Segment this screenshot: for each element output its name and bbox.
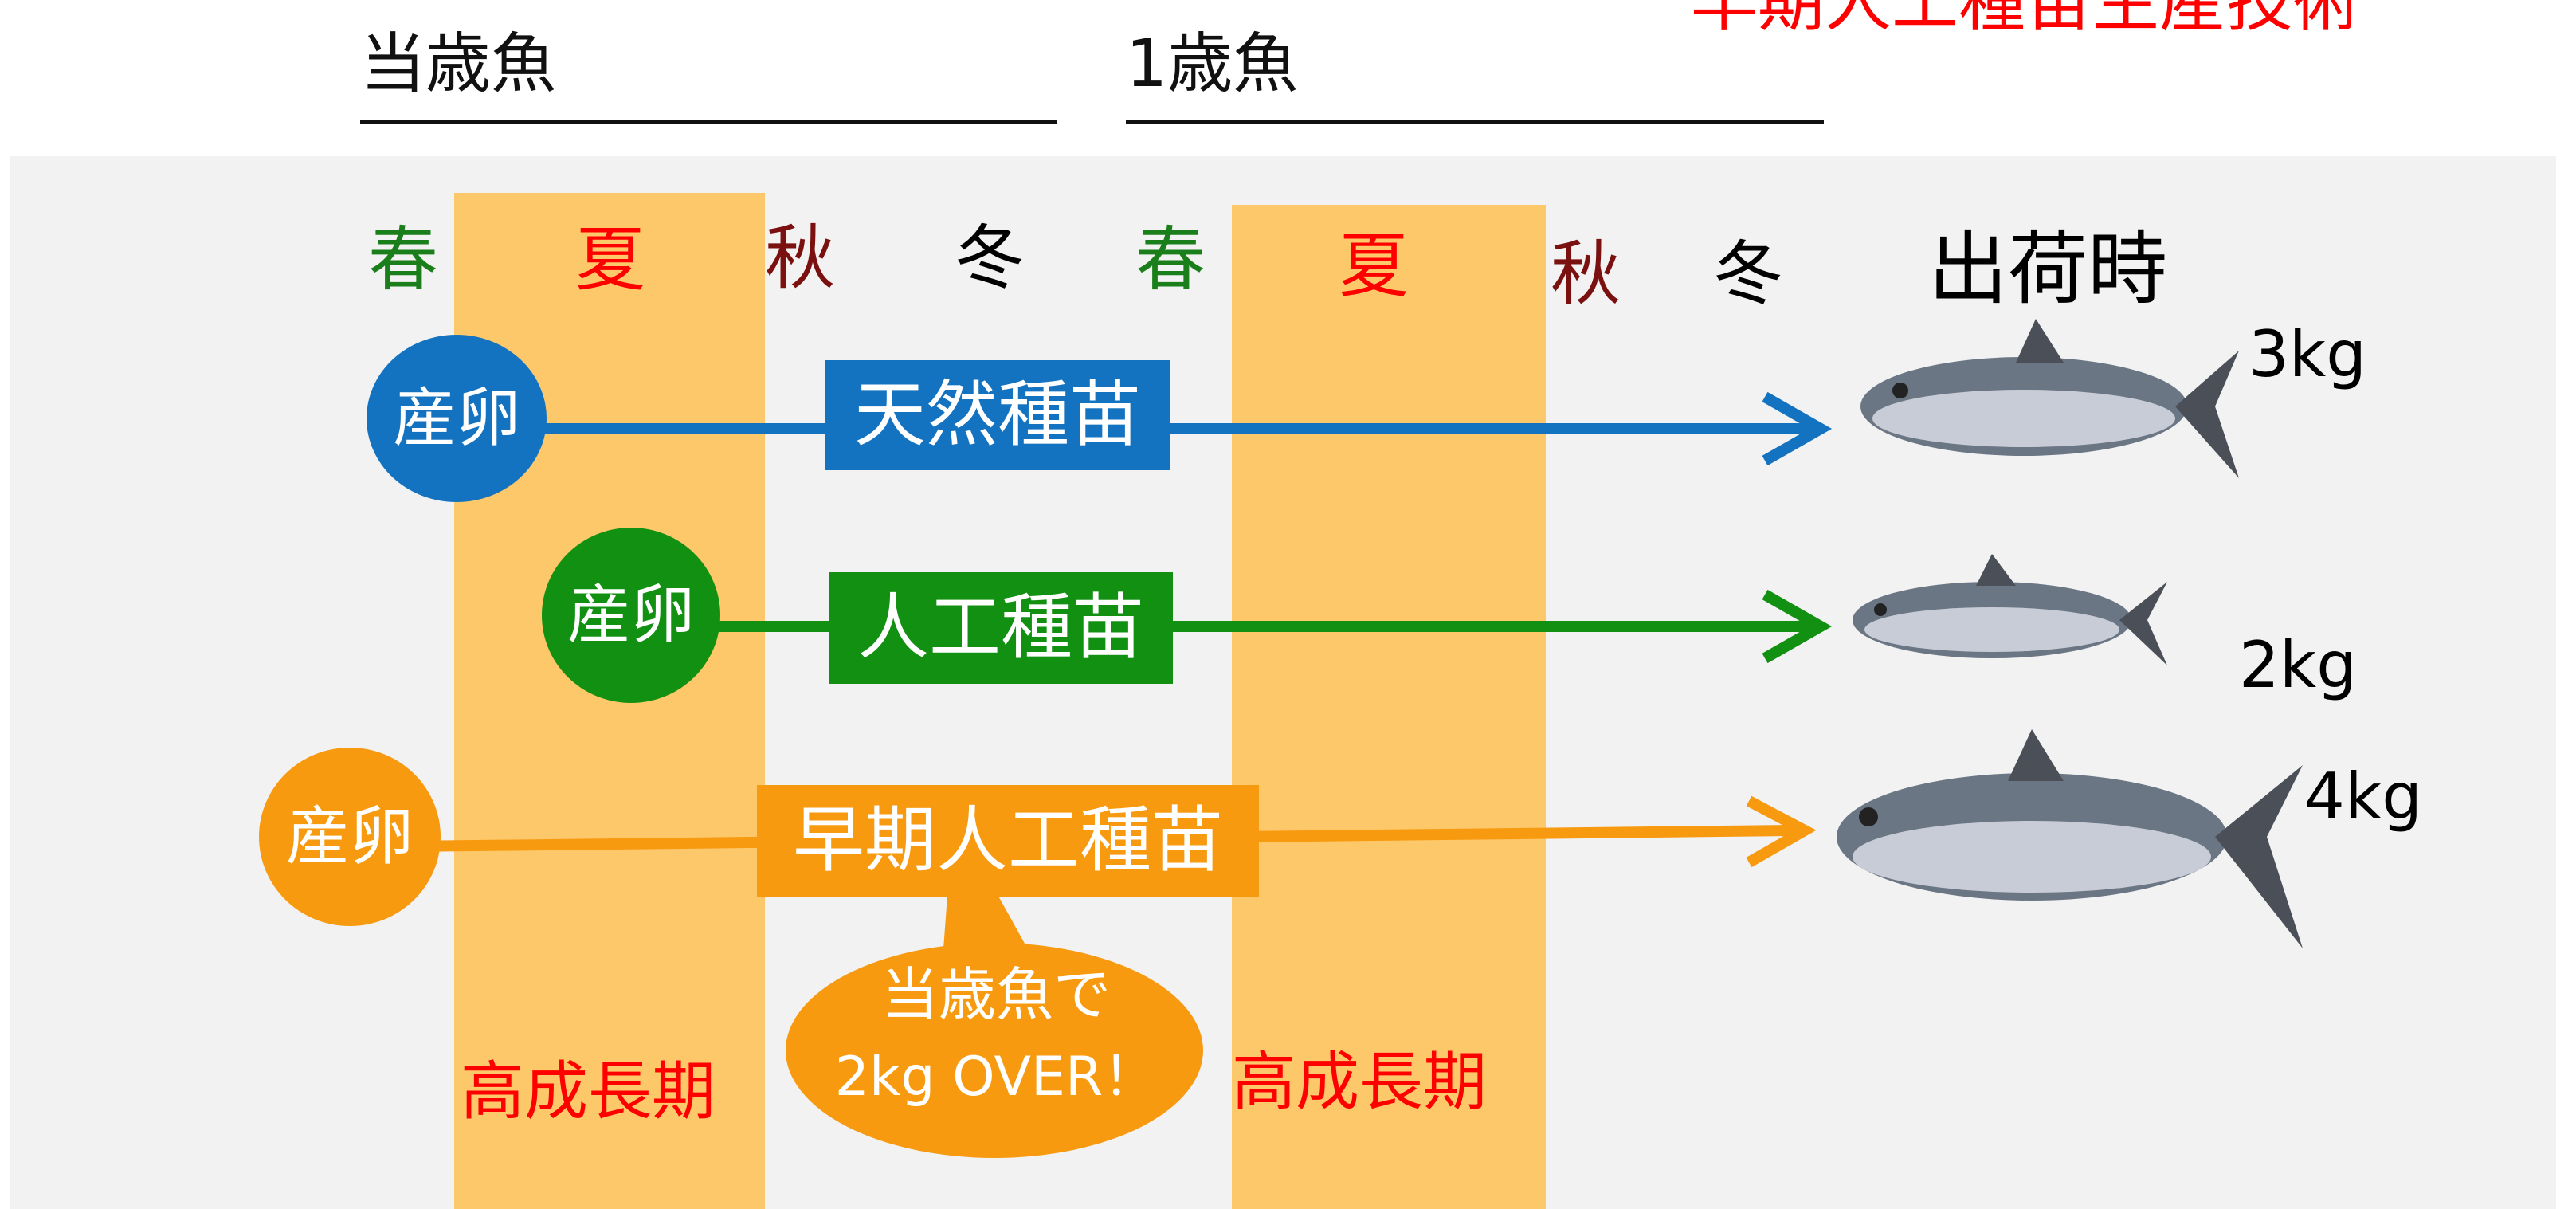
season-winter-year1: 冬 — [1713, 233, 1784, 315]
fish-3kg-icon — [1860, 319, 2239, 478]
callout-bubble — [786, 943, 1203, 1158]
season-autumn-year0: 秋 — [765, 217, 836, 299]
growth-label-year1: 高成長期 — [1232, 1045, 1487, 1119]
header-age0-underline — [360, 120, 1057, 124]
season-summer-year0: 夏 — [575, 218, 646, 300]
fish-2kg-icon — [1853, 554, 2167, 665]
summer-band-year1 — [1232, 205, 1546, 1209]
weight-wild: 3kg — [2249, 317, 2367, 391]
spawn-circle-wild: 産卵 — [367, 335, 547, 502]
header-age1: 1歳魚 — [1126, 26, 1299, 102]
growth-label-year0: 高成長期 — [461, 1054, 716, 1129]
season-spring-year1: 春 — [1135, 218, 1206, 300]
spawn-circle-early: 産卵 — [259, 748, 441, 926]
header-age0: 当歳魚 — [360, 26, 557, 102]
label-early-artificial-seed: 早期人工種苗 — [757, 785, 1259, 897]
arrow-wild-head — [1762, 391, 1833, 466]
season-summer-year1: 夏 — [1339, 225, 1410, 307]
header-age1-underline — [1126, 120, 1824, 124]
arrow-artificial-head — [1762, 589, 1833, 664]
season-autumn-year1: 秋 — [1551, 233, 1621, 315]
season-spring-year0: 春 — [368, 218, 439, 300]
spawn-circle-artificial: 産卵 — [542, 528, 720, 703]
fish-4kg-icon — [1837, 729, 2303, 948]
weight-artificial: 2kg — [2239, 628, 2358, 702]
page-title: 早期人工種苗生産技術 — [1691, 0, 2361, 41]
arrow-early-head — [1746, 795, 1817, 868]
label-wild-seed: 天然種苗 — [825, 360, 1170, 470]
shipping-time-label: 出荷時 — [1928, 222, 2167, 316]
season-winter-year0: 冬 — [955, 217, 1025, 299]
weight-early: 4kg — [2304, 760, 2423, 834]
label-artificial-seed: 人工種苗 — [829, 572, 1173, 684]
callout-text-line2: 2kg OVER！ — [834, 1046, 1158, 1109]
callout-text-line1: 当歳魚で — [880, 961, 1111, 1028]
